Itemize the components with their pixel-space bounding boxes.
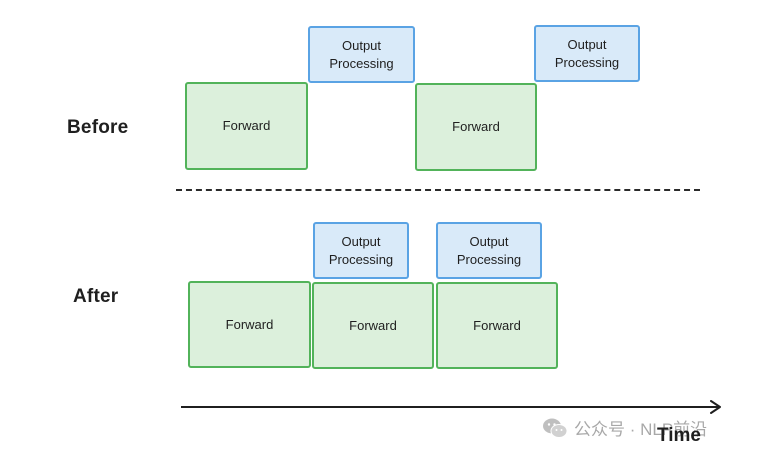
output-label-line2: Processing xyxy=(329,55,394,71)
row-divider xyxy=(176,189,700,191)
watermark: 公众号 · NLP前沿 xyxy=(542,415,707,440)
after-forward-block-3: Forward xyxy=(436,282,558,369)
forward-label: Forward xyxy=(222,118,271,133)
after-label: After xyxy=(73,286,119,307)
watermark-text: 公众号 · NLP前沿 xyxy=(574,420,708,439)
output-label-line2: Processing xyxy=(456,251,522,267)
output-label-line1: Output xyxy=(567,36,607,52)
before-label: Before xyxy=(67,117,129,138)
output-label-line1: Output xyxy=(341,233,381,249)
output-label-line1: Output xyxy=(469,233,509,249)
wechat-icon xyxy=(543,418,568,438)
before-output-block-1: Output Processing xyxy=(308,26,415,83)
time-axis-arrow xyxy=(181,400,721,414)
forward-label: Forward xyxy=(349,317,397,333)
time-axis-label: Time xyxy=(657,425,702,446)
after-forward-block-2: Forward xyxy=(312,282,434,369)
before-output-block-2: Output Processing xyxy=(534,25,640,82)
after-output-block-2: Output Processing xyxy=(436,222,542,279)
before-forward-block-2: Forward xyxy=(415,83,537,171)
before-forward-block-1: Forward xyxy=(185,82,308,170)
forward-label: Forward xyxy=(473,317,521,333)
output-label-line1: Output xyxy=(341,37,382,53)
forward-label: Forward xyxy=(225,316,274,332)
after-forward-block-1: Forward xyxy=(188,281,311,368)
forward-label: Forward xyxy=(452,119,500,134)
output-label-line2: Processing xyxy=(554,54,620,70)
after-output-block-1: Output Processing xyxy=(313,222,409,279)
output-label-line2: Processing xyxy=(328,251,394,267)
